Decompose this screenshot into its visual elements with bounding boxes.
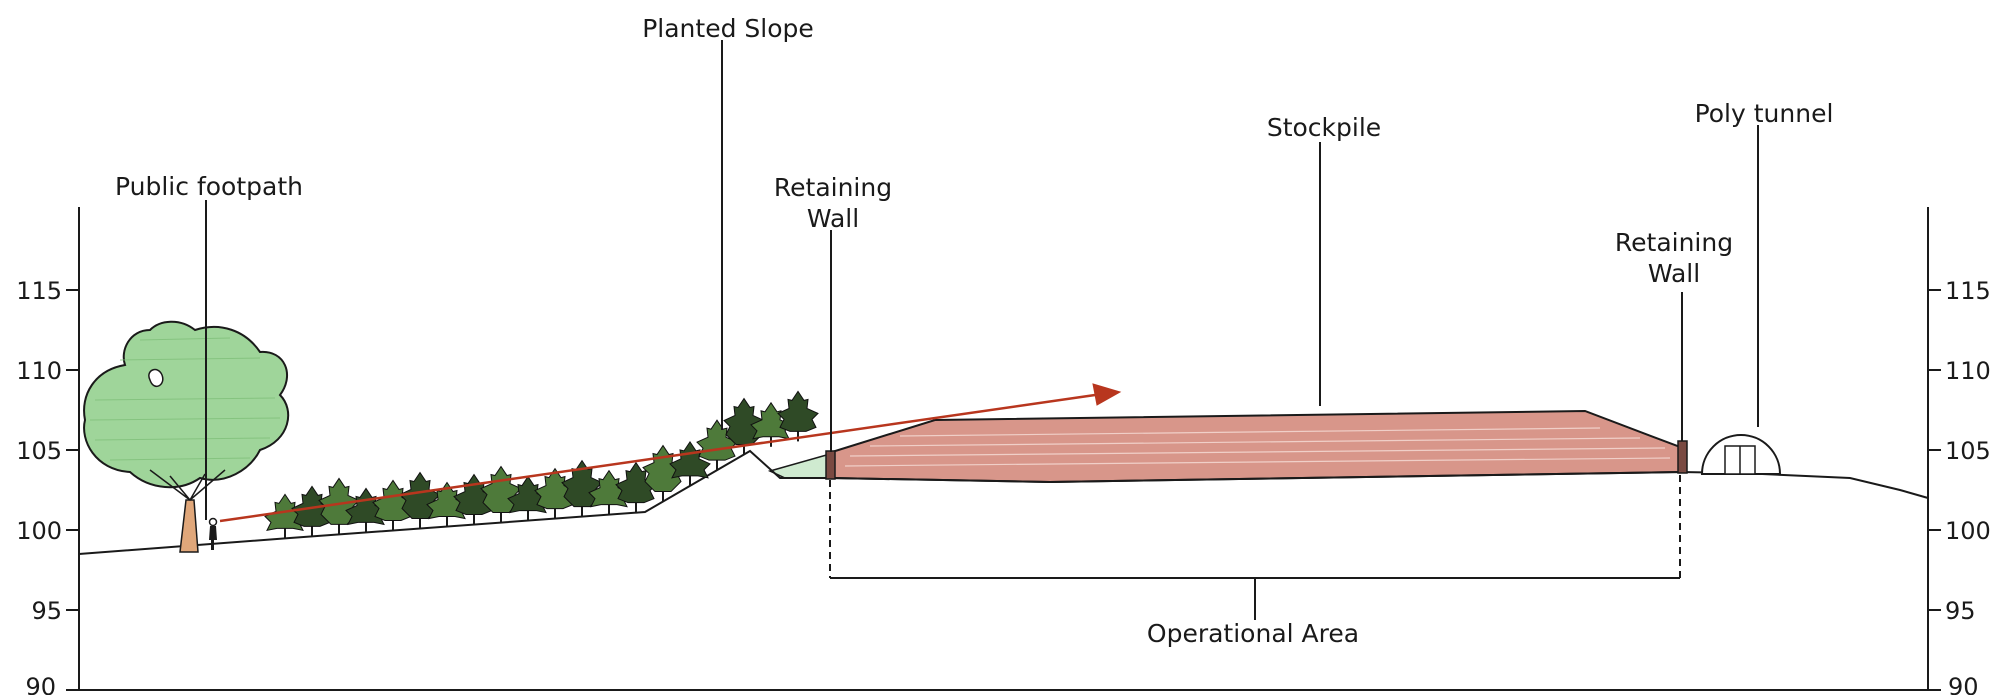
leader-lines bbox=[205, 40, 1759, 520]
right-tick-110: 110 bbox=[1945, 357, 1990, 385]
label-planted-slope: Planted Slope bbox=[642, 14, 814, 43]
left-tick-115: 115 bbox=[16, 277, 62, 305]
hedgerow-icon bbox=[264, 390, 819, 539]
left-tick-100: 100 bbox=[16, 517, 62, 545]
person-icon bbox=[208, 517, 218, 550]
arrow-right-icon bbox=[219, 383, 1122, 523]
label-public-footpath: Public footpath bbox=[115, 172, 303, 201]
stockpile-hatching bbox=[844, 427, 1671, 467]
right-tick-100: 100 bbox=[1945, 517, 1990, 545]
label-retaining-wall-right-line2: Wall bbox=[1648, 259, 1700, 288]
ground-profile bbox=[78, 449, 1929, 555]
right-tick-105: 105 bbox=[1945, 437, 1990, 465]
hedge-tree-icon bbox=[615, 461, 657, 513]
hedge-tree-icon bbox=[777, 390, 819, 442]
right-axis bbox=[1927, 207, 1941, 691]
poly-tunnel-icon bbox=[1700, 434, 1782, 475]
retaining-wall-left bbox=[825, 450, 836, 480]
hedge-tree-icon bbox=[480, 465, 522, 523]
left-tick-labels: 115 110 105 100 95 90 bbox=[16, 277, 62, 700]
label-retaining-wall-right-line1: Retaining bbox=[1615, 228, 1733, 257]
label-poly-tunnel: Poly tunnel bbox=[1695, 99, 1834, 128]
right-tick-115: 115 bbox=[1945, 277, 1990, 305]
label-retaining-wall-left-line1: Retaining bbox=[774, 173, 892, 202]
right-tick-95: 95 bbox=[1945, 597, 1976, 625]
left-axis bbox=[66, 207, 80, 691]
retaining-wall-right bbox=[1677, 440, 1688, 474]
right-tick-90: 90 bbox=[1948, 673, 1979, 695]
left-tick-95: 95 bbox=[31, 597, 62, 625]
hedge-tree-icon bbox=[399, 471, 441, 529]
slope-fill bbox=[767, 453, 831, 479]
label-retaining-wall-left-line2: Wall bbox=[807, 204, 859, 233]
left-tick-90: 90 bbox=[25, 673, 56, 695]
stockpile-body bbox=[831, 409, 1681, 484]
operational-area-bracket bbox=[829, 475, 1681, 620]
label-operational-area: Operational Area bbox=[1147, 619, 1359, 648]
left-tick-105: 105 bbox=[16, 437, 62, 465]
right-tick-labels: 115 110 105 100 95 90 bbox=[1945, 277, 1990, 700]
tree-icon bbox=[83, 320, 290, 553]
label-stockpile: Stockpile bbox=[1267, 113, 1381, 142]
left-tick-110: 110 bbox=[16, 357, 62, 385]
